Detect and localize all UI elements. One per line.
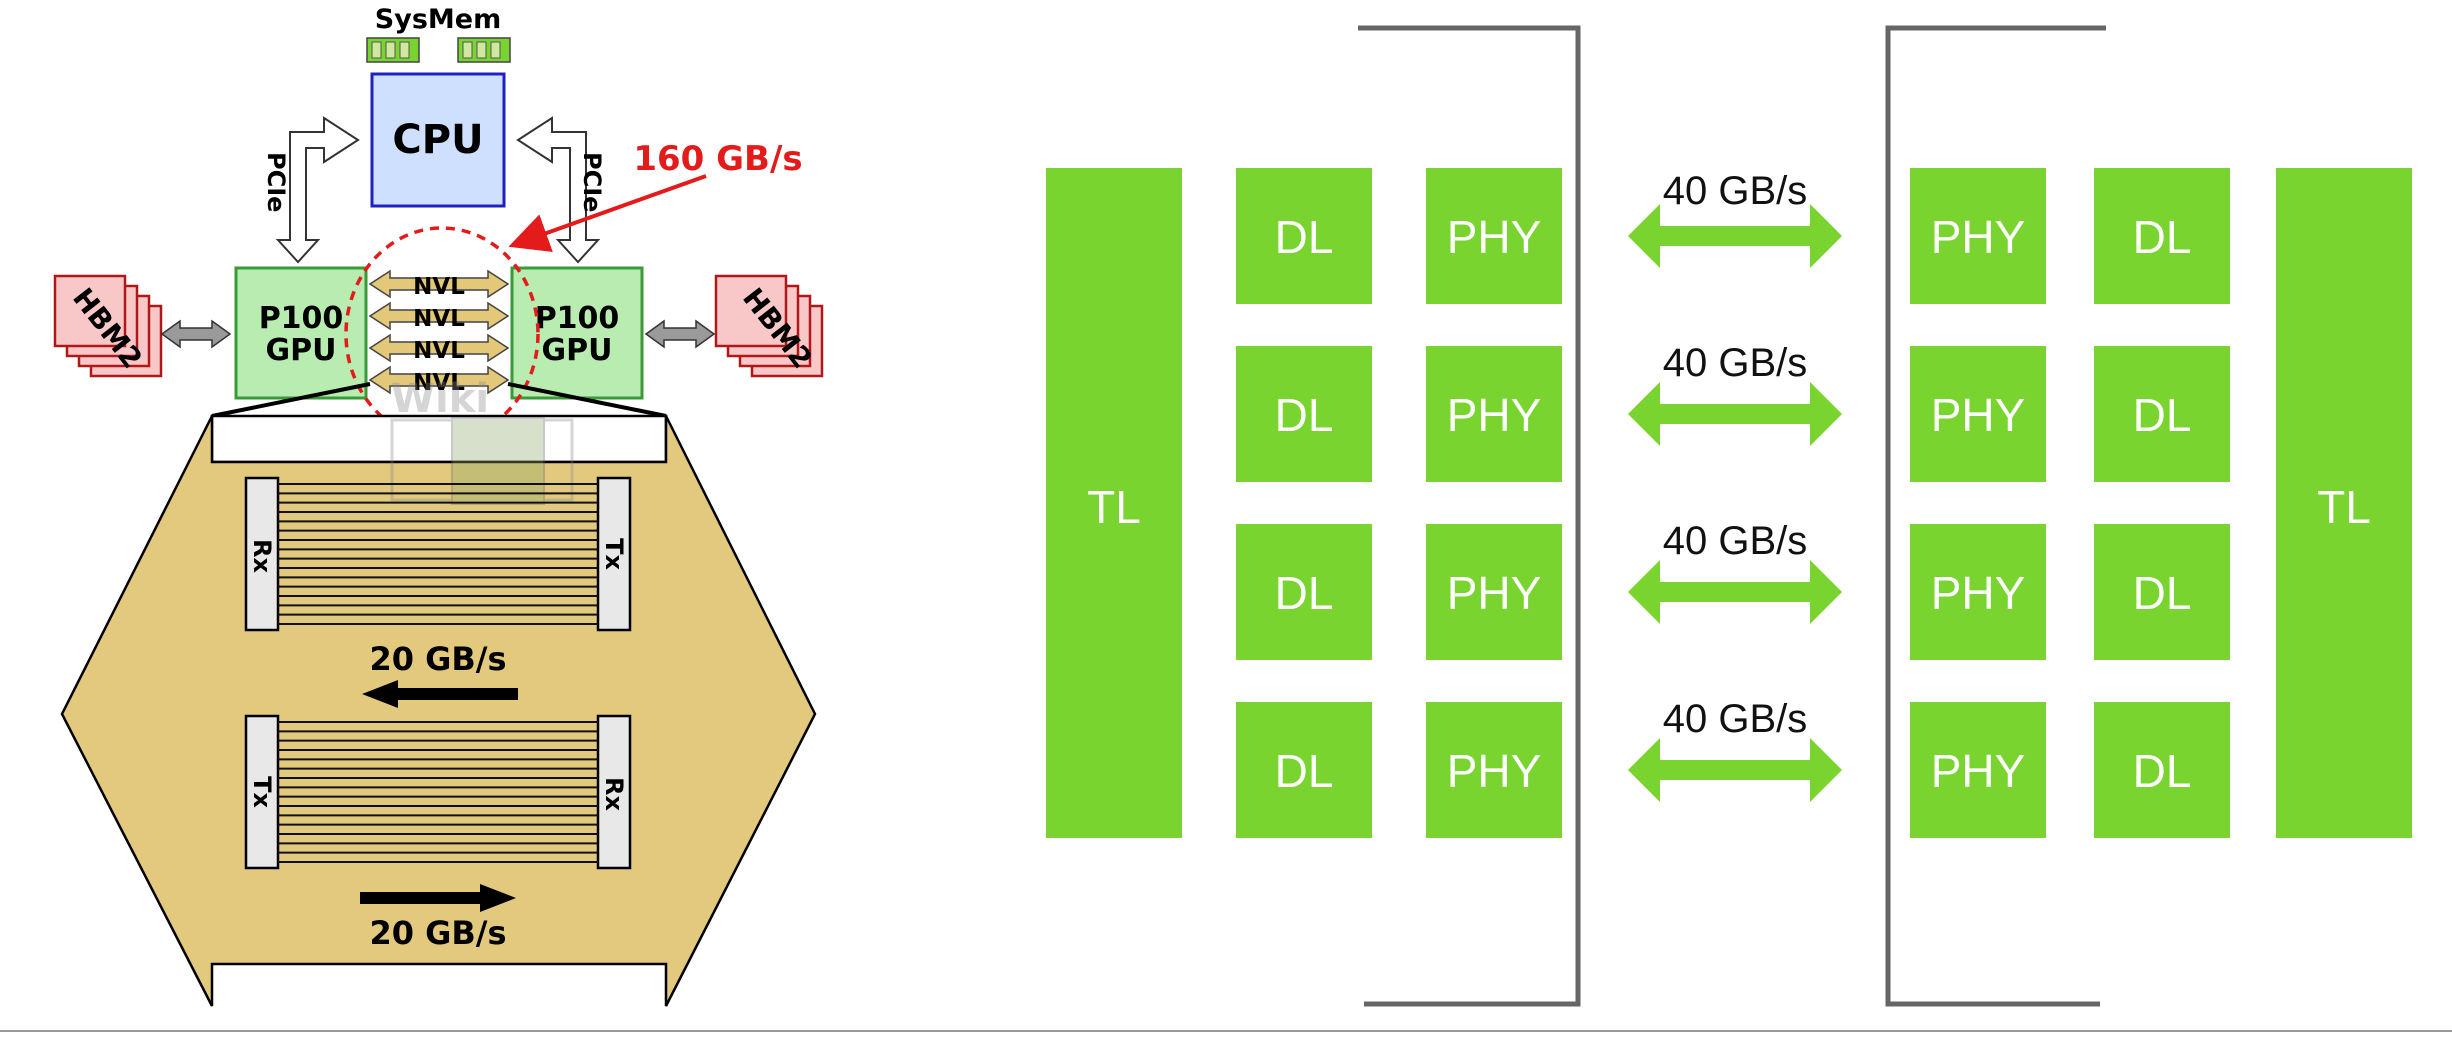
tl-block-right	[2276, 168, 2412, 838]
zoom-line-right	[507, 382, 667, 418]
nvlink-arrow-4	[368, 365, 510, 395]
link-speed-label: 40 GB/s	[1663, 697, 1808, 741]
gpu-left-box	[234, 266, 368, 400]
phy-block-right	[1910, 168, 2046, 304]
phy-block-left	[1426, 702, 1562, 838]
memory-module-icon-left	[366, 37, 420, 63]
dl-label: DL	[1275, 745, 1334, 797]
receiver-block-top	[244, 476, 280, 632]
zoom-window	[210, 414, 668, 464]
cpu-label: CPU	[392, 117, 483, 163]
rx-label-bottom: Rx	[600, 777, 628, 811]
lane-top-speed: 20 GB/s	[369, 640, 506, 678]
link-arrow	[1628, 738, 1842, 802]
dl-label: DL	[1275, 389, 1334, 441]
memory-arrow-right	[644, 319, 716, 349]
dl-block-left	[1236, 346, 1372, 482]
cpu-box	[370, 72, 506, 208]
tx-label-top: Tx	[600, 538, 628, 570]
link-arrow	[1628, 204, 1842, 268]
dl-block-left	[1236, 168, 1372, 304]
transmitter-block-bottom	[244, 714, 280, 870]
phy-block-right	[1910, 702, 2046, 838]
hbm2-stack-left	[53, 274, 163, 378]
phy-block-left	[1426, 524, 1562, 660]
phy-label: PHY	[1931, 389, 2026, 441]
dl-label: DL	[2133, 567, 2192, 619]
phy-label: PHY	[1931, 745, 2026, 797]
hbm2-stack-right	[714, 274, 824, 378]
sysmem-label: SysMem	[375, 4, 501, 35]
dl-block-left	[1236, 702, 1372, 838]
dl-label: DL	[1275, 567, 1334, 619]
nvlink-highlight-circle	[344, 226, 540, 442]
callout-arrow	[508, 174, 707, 253]
bracket-right	[1885, 25, 2106, 1007]
tx-label-bottom: Tx	[248, 776, 276, 808]
gpu-right-line1: P100	[535, 301, 620, 336]
signal-lanes-top	[278, 483, 598, 625]
phy-label: PHY	[1447, 567, 1542, 619]
pcie-right-label: PCIe	[578, 152, 606, 212]
nvlink-label: NVL	[413, 370, 465, 396]
bandwidth-callout: 160 GB/s	[633, 139, 802, 179]
transmitter-block-top	[596, 476, 632, 632]
phy-label: PHY	[1931, 567, 2026, 619]
pcie-left-label: PCIe	[262, 152, 290, 212]
dl-label: DL	[2133, 211, 2192, 263]
tl-label-right: TL	[2317, 481, 2371, 533]
nvlink-arrow-3	[368, 333, 510, 363]
memory-module-icon-right	[457, 37, 511, 63]
tl-label-left: TL	[1087, 481, 1141, 533]
phy-block-left	[1426, 346, 1562, 482]
lane-bottom-speed: 20 GB/s	[369, 914, 506, 952]
gpu-right-line2: GPU	[542, 333, 613, 368]
phy-block-right	[1910, 524, 2046, 660]
direction-arrow-left	[362, 680, 518, 708]
link-speed-label: 40 GB/s	[1663, 169, 1808, 213]
phy-block-left	[1426, 168, 1562, 304]
link-arrow	[1628, 560, 1842, 624]
memory-arrow-left	[160, 319, 232, 349]
pcie-arrow-right	[516, 116, 601, 264]
phy-block-right	[1910, 346, 2046, 482]
phy-label: PHY	[1447, 389, 1542, 441]
dl-label: DL	[2133, 745, 2192, 797]
dl-block-left	[1236, 524, 1372, 660]
rx-label-top: Rx	[248, 539, 276, 573]
dl-block-right	[2094, 168, 2230, 304]
gpu-left-line2: GPU	[266, 333, 337, 368]
link-speed-label: 40 GB/s	[1663, 519, 1808, 563]
nvlink-label: NVL	[413, 306, 465, 332]
dl-block-right	[2094, 524, 2230, 660]
tl-block-left	[1046, 168, 1182, 838]
dl-label: DL	[1275, 211, 1334, 263]
signal-lanes-bottom	[278, 721, 598, 863]
phy-label: PHY	[1447, 745, 1542, 797]
watermark-logo: Wiki	[390, 376, 574, 505]
dl-label: DL	[2133, 389, 2192, 441]
nvlink-arrow-1	[368, 269, 510, 299]
link-speed-label: 40 GB/s	[1663, 341, 1808, 385]
zoom-line-left	[211, 382, 371, 418]
bracket-left	[1358, 25, 1581, 1007]
phy-label: PHY	[1931, 211, 2026, 263]
gpu-left-line1: P100	[259, 301, 344, 336]
watermark-text: Wiki	[391, 376, 489, 422]
direction-arrow-right	[360, 884, 516, 912]
dl-block-right	[2094, 346, 2230, 482]
nvlink-arrow-2	[368, 301, 510, 331]
link-arrow	[1628, 382, 1842, 446]
nvlink-label: NVL	[413, 274, 465, 300]
pcie-arrow-left	[275, 116, 360, 264]
dl-block-right	[2094, 702, 2230, 838]
receiver-block-bottom	[596, 714, 632, 870]
nvlink-label: NVL	[413, 338, 465, 364]
phy-label: PHY	[1447, 211, 1542, 263]
